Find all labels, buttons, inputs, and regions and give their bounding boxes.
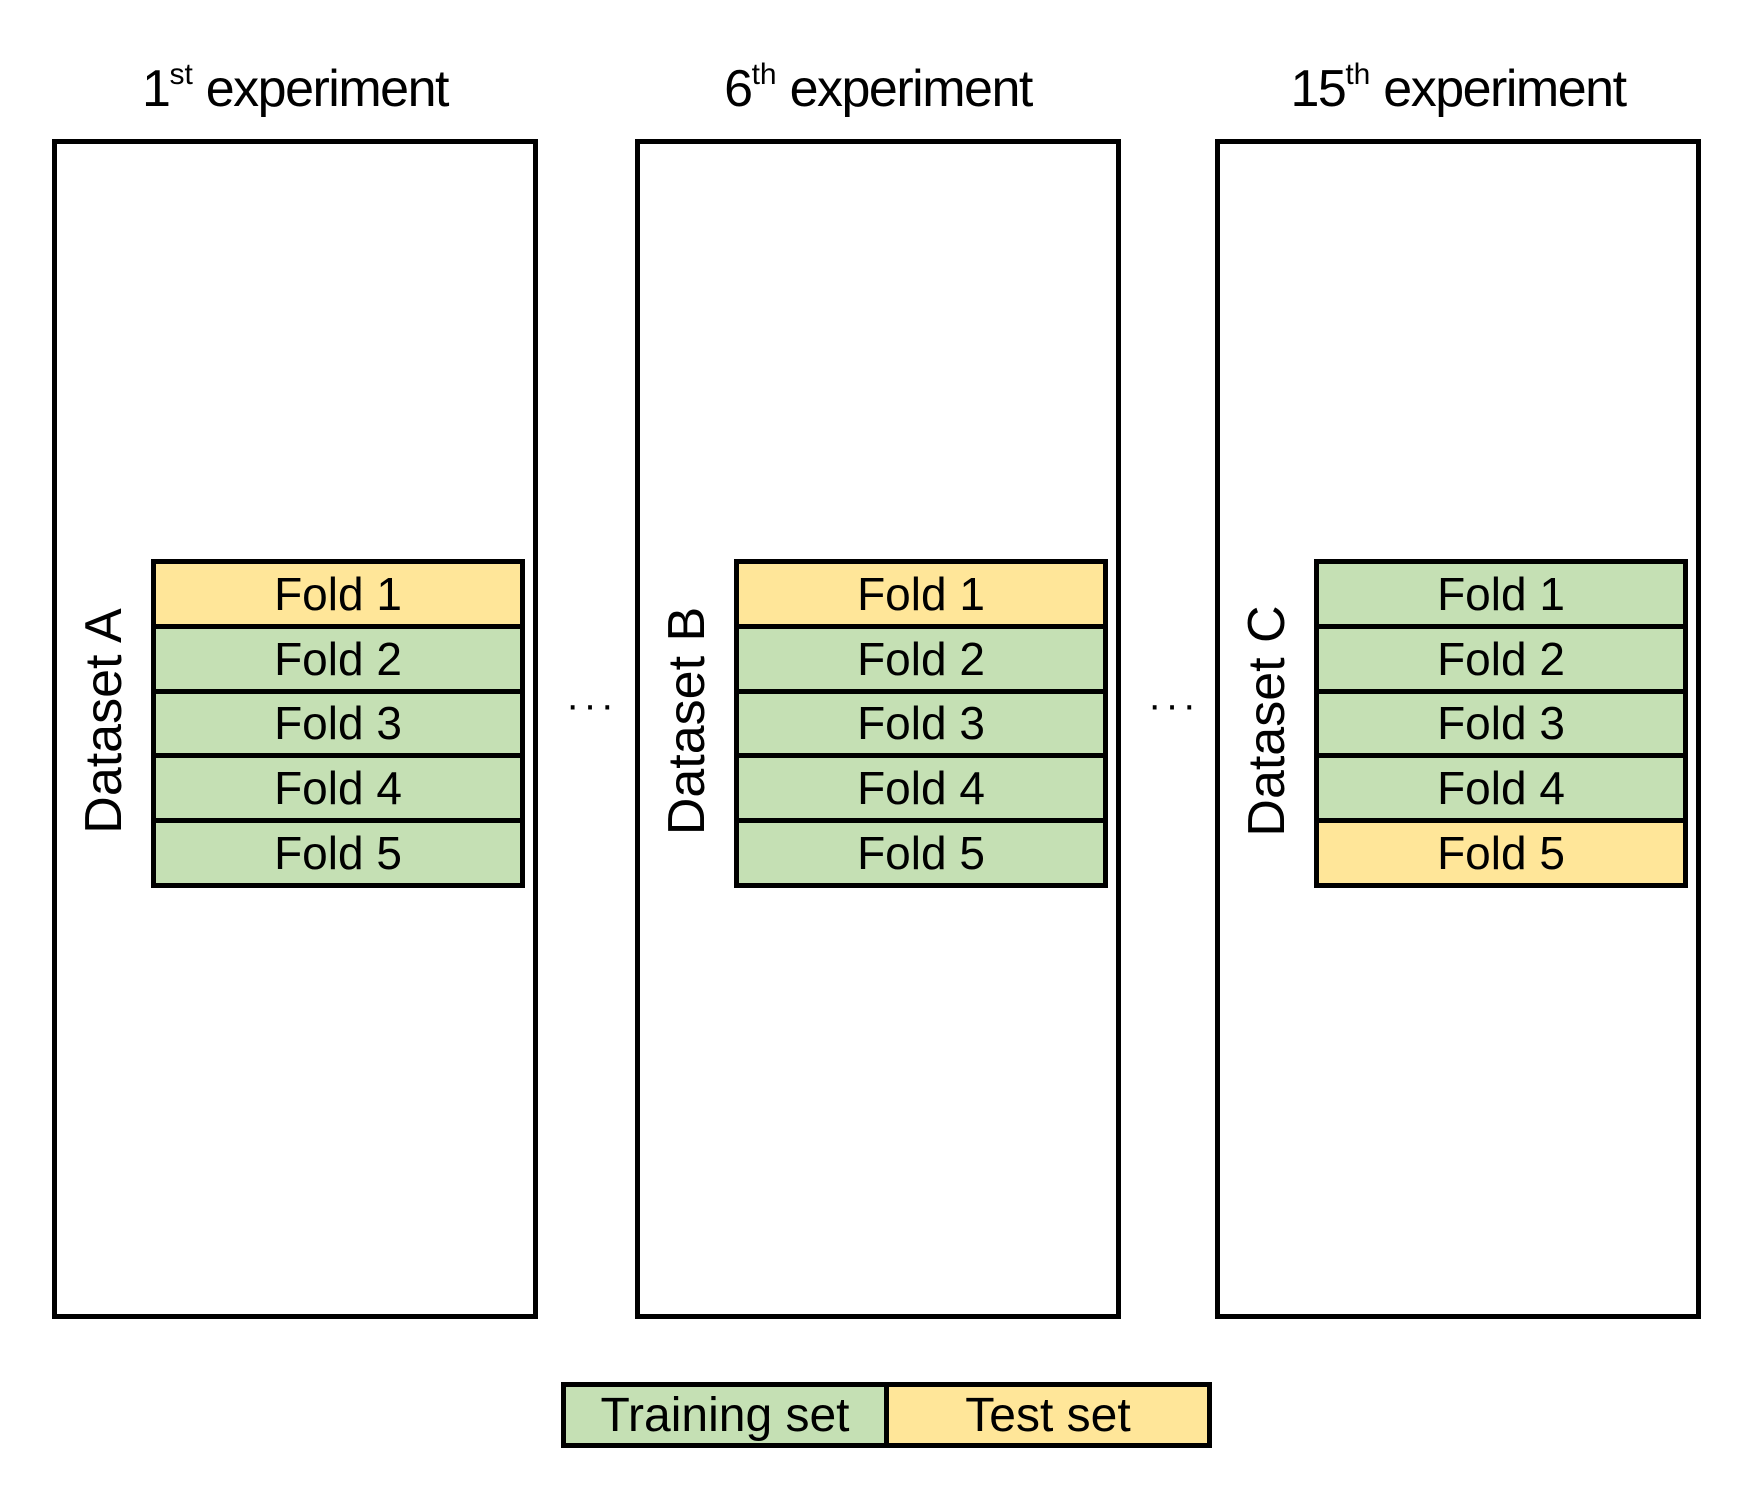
title-text: experiment [192, 60, 450, 118]
fold-training: Fold 2 [1319, 628, 1683, 689]
fold-training: Fold 5 [739, 823, 1103, 883]
experiment-title: 1st experiment [15, 58, 575, 119]
fold-training: Fold 1 [1319, 564, 1683, 624]
title-text: experiment [1370, 60, 1627, 118]
experiment-title: 15th experiment [1178, 58, 1738, 119]
fold-training: Fold 2 [739, 628, 1103, 689]
fold-training: Fold 2 [156, 628, 520, 689]
title-suffix: th [1345, 58, 1371, 91]
legend-test: Test set [884, 1387, 1207, 1443]
fold-training: Fold 4 [156, 758, 520, 819]
experiment-panel [635, 139, 1121, 1319]
dataset-label: Dataset B [658, 606, 716, 836]
ellipsis: ··· [566, 683, 618, 727]
experiment-panel [52, 139, 538, 1319]
fold-test: Fold 5 [1319, 823, 1683, 883]
title-number: 15 [1290, 60, 1346, 118]
title-number: 6 [724, 60, 753, 118]
fold-test: Fold 1 [156, 564, 520, 624]
legend: Training set Test set [561, 1382, 1212, 1448]
title-text: experiment [776, 60, 1034, 118]
legend-training: Training set [566, 1387, 884, 1443]
dataset-label: Dataset C [1238, 605, 1296, 837]
title-number: 1 [142, 60, 171, 118]
fold-training: Fold 4 [1319, 758, 1683, 819]
dataset-label: Dataset A [75, 608, 133, 834]
ellipsis: ··· [1148, 683, 1200, 727]
title-suffix: th [751, 58, 777, 91]
fold-training: Fold 4 [739, 758, 1103, 819]
fold-training: Fold 5 [156, 823, 520, 883]
fold-training: Fold 3 [156, 693, 520, 754]
fold-test: Fold 1 [739, 564, 1103, 624]
fold-training: Fold 3 [1319, 693, 1683, 754]
fold-training: Fold 3 [739, 693, 1103, 754]
experiment-title: 6th experiment [598, 58, 1158, 119]
title-suffix: st [169, 58, 193, 91]
experiment-panel [1215, 139, 1701, 1319]
